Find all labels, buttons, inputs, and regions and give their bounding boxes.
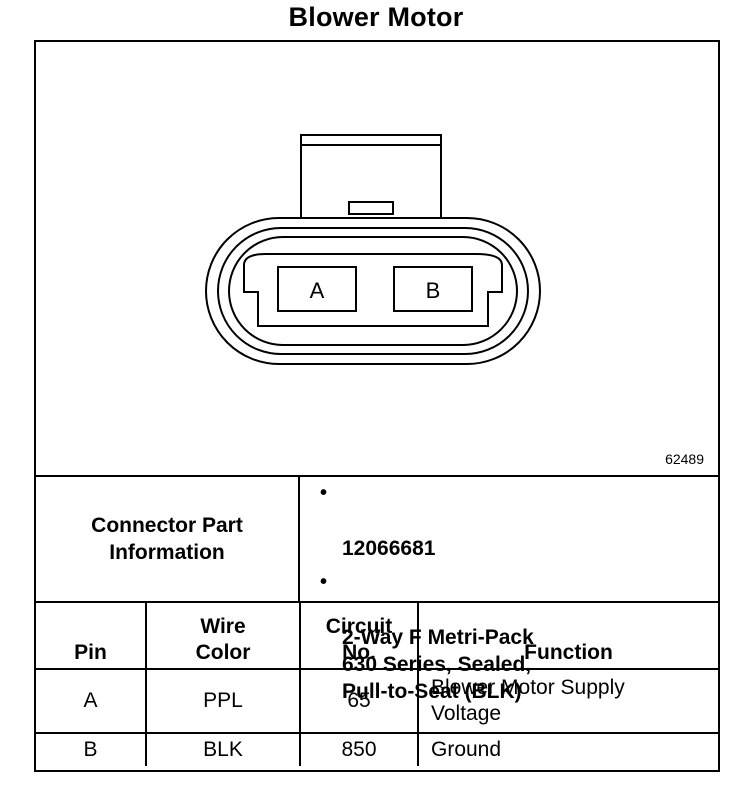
part-number: 12066681	[342, 537, 436, 560]
pin-a-box	[277, 266, 357, 312]
connector-card: A B 62489 Connector Part Information • 1…	[34, 40, 720, 772]
header-circuit-no: Circuit No.	[299, 603, 419, 670]
page-title: Blower Motor	[288, 2, 464, 32]
connector-diagram: A B 62489	[36, 42, 718, 477]
cell-function: Blower Motor Supply Voltage	[417, 668, 718, 734]
pin-b-label: B	[426, 278, 441, 303]
cell-wire-color: PPL	[145, 668, 301, 734]
connector-info-row: Connector Part Information • 12066681 • …	[36, 477, 718, 703]
table-header-row: Pin Wire Color Circuit No. Function	[36, 603, 718, 670]
connector-drawing: A B	[205, 134, 541, 365]
connector-shell-ring	[217, 227, 529, 355]
pin-table: Pin Wire Color Circuit No. Function A PP…	[36, 603, 718, 766]
info-item-part-number: • 12066681	[300, 481, 710, 562]
connector-info-label: Connector Part Information	[91, 514, 243, 564]
pin-a-label: A	[310, 278, 325, 303]
table-row: A PPL 65 Blower Motor Supply Voltage	[36, 668, 718, 734]
connector-info-label-cell: Connector Part Information	[36, 477, 300, 601]
header-wire-color: Wire Color	[145, 603, 301, 670]
figure-number: 62489	[665, 451, 704, 467]
cell-wire-color: BLK	[145, 732, 301, 766]
cell-pin: B	[36, 732, 147, 766]
cell-circuit: 850	[299, 732, 419, 766]
pin-b-box	[393, 266, 473, 312]
bullet: •	[320, 482, 328, 504]
cell-function: Ground	[417, 732, 718, 766]
table-row: B BLK 850 Ground	[36, 732, 718, 766]
header-function: Function	[417, 603, 718, 670]
header-pin: Pin	[36, 603, 147, 670]
pin-cavity	[243, 253, 503, 327]
bullet: •	[320, 571, 328, 593]
cell-circuit: 65	[299, 668, 419, 734]
connector-shell-inner	[228, 236, 518, 346]
connector-latch	[300, 134, 442, 220]
cell-pin: A	[36, 668, 147, 734]
latch-nub	[348, 201, 394, 215]
